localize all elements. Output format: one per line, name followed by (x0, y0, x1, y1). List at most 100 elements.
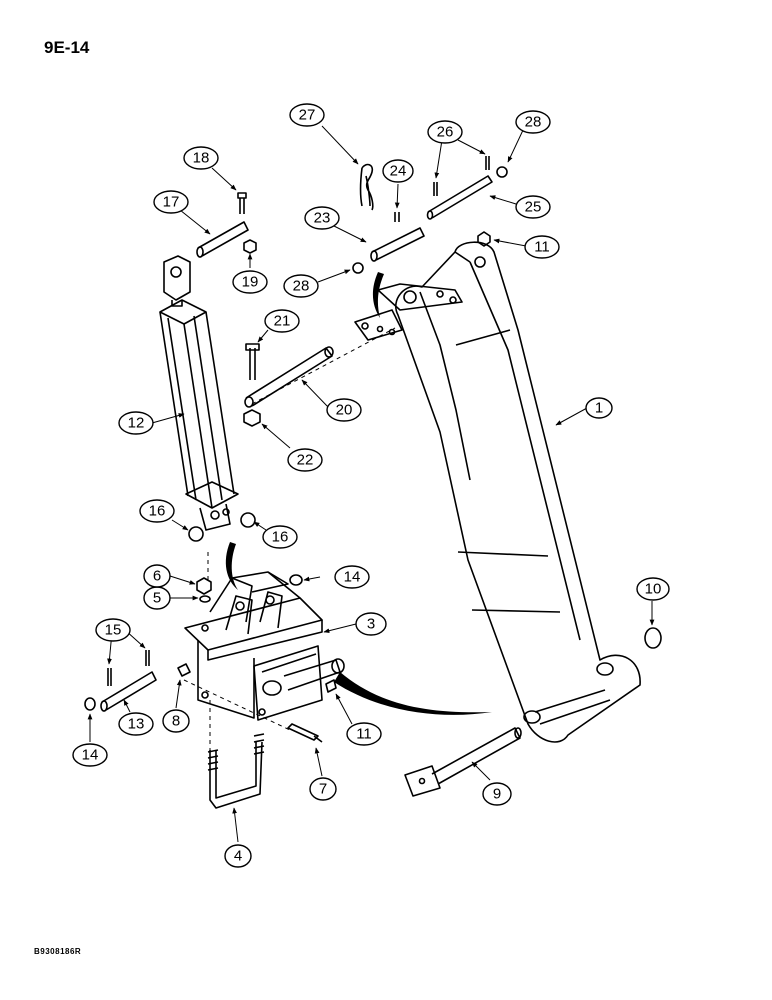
leader-9 (471, 761, 491, 781)
bolt-21 (245, 343, 260, 380)
leader-16a (171, 519, 189, 531)
callout-4 (224, 844, 252, 868)
leader-3 (323, 623, 357, 634)
callout-label-9: 9 (493, 786, 501, 803)
alignment-line-bolt-7 (183, 679, 291, 731)
assembly-arrow-cylinder (225, 542, 238, 590)
spacer-16b (240, 512, 256, 528)
leader-11b (335, 693, 353, 725)
washer-14a (289, 574, 303, 586)
callout-25 (515, 195, 551, 219)
leader-1 (555, 407, 588, 426)
callout-label-3: 3 (367, 616, 375, 633)
pin-13 (100, 671, 157, 712)
callout-label-4: 4 (234, 848, 242, 865)
bolt-15a (107, 668, 112, 686)
callout-label-14a: 14 (344, 569, 361, 586)
callout-label-24: 24 (390, 163, 407, 180)
callout-label-22: 22 (297, 452, 314, 469)
leader-22 (261, 423, 291, 449)
hydraulic-cylinder (159, 255, 239, 531)
callout-label-17: 17 (163, 194, 180, 211)
callout-label-7: 7 (319, 781, 327, 798)
callout-1 (585, 397, 613, 419)
leader-16b (253, 521, 267, 531)
callout-label-6: 6 (153, 568, 161, 585)
leader-20 (301, 379, 330, 409)
pivot-pin (404, 727, 522, 797)
nut-22 (243, 409, 261, 427)
callout-6 (143, 564, 171, 588)
callout-8 (162, 709, 190, 733)
callout-24 (382, 159, 414, 183)
callout-28a (283, 274, 319, 298)
washer-14b (84, 697, 96, 711)
leader-24 (394, 183, 400, 209)
callout-label-26: 26 (437, 124, 454, 141)
leader-18 (211, 167, 237, 191)
callout-label-14b: 14 (82, 747, 99, 764)
drawing-code: B9308186R (34, 947, 82, 956)
u-bolt (207, 733, 265, 809)
pin-17 (196, 221, 249, 258)
callout-17 (153, 190, 189, 214)
callout-label-8: 8 (172, 713, 180, 730)
callout-16b (262, 525, 298, 549)
retaining-ring (644, 627, 662, 649)
callout-15 (95, 618, 131, 642)
callout-label-21: 21 (274, 313, 291, 330)
callout-20 (326, 398, 362, 422)
leader-27 (321, 125, 359, 165)
pin-25 (426, 175, 493, 220)
washer-5 (199, 595, 211, 603)
grease-fitting-11a (477, 231, 491, 247)
callout-label-18: 18 (193, 150, 210, 167)
spacer-16a (188, 526, 204, 542)
grease-fitting-24 (394, 212, 400, 222)
callout-label-11a: 11 (534, 239, 550, 256)
callout-label-23: 23 (314, 210, 331, 227)
callout-label-28b: 28 (525, 114, 542, 131)
callout-label-15: 15 (105, 622, 122, 639)
leader-4 (232, 807, 239, 843)
leader-23 (333, 225, 367, 243)
boom-arm (354, 241, 641, 743)
callout-14b (72, 743, 108, 767)
callout-label-5: 5 (153, 590, 161, 607)
leader-28b (507, 127, 525, 163)
callout-13 (118, 712, 154, 736)
leader-21 (257, 329, 269, 343)
callout-label-25: 25 (525, 199, 542, 216)
grease-fitting-11b (325, 679, 337, 693)
washer-28b (496, 166, 508, 178)
leader-26a (434, 139, 443, 179)
mounting-bracket (184, 571, 345, 721)
leader-14a (303, 576, 321, 582)
callout-label-27: 27 (299, 107, 316, 124)
callout-label-19: 19 (242, 274, 259, 291)
leader-7 (314, 747, 323, 777)
callout-23 (304, 206, 340, 230)
hair-pin-clip-27 (359, 163, 374, 211)
leader-13 (123, 699, 131, 713)
page-number: 9E-14 (44, 38, 90, 57)
callout-7 (309, 777, 337, 801)
bolt-18 (237, 192, 247, 214)
callout-11a (524, 235, 560, 259)
leader-11a (493, 238, 527, 247)
bolt-7 (287, 723, 323, 743)
cylinder-pin (244, 346, 334, 408)
callout-label-1: 1 (595, 400, 603, 417)
callout-27 (289, 103, 325, 127)
callout-label-16b: 16 (272, 529, 289, 546)
callout-label-11b: 11 (356, 726, 372, 743)
callout-12 (118, 411, 154, 435)
callout-26 (427, 120, 463, 144)
callout-19 (232, 270, 268, 294)
callout-11b (346, 722, 382, 746)
bolt-26b (485, 156, 490, 170)
leader-26b (457, 139, 486, 155)
callout-21 (264, 309, 300, 333)
leader-28a (317, 269, 351, 283)
